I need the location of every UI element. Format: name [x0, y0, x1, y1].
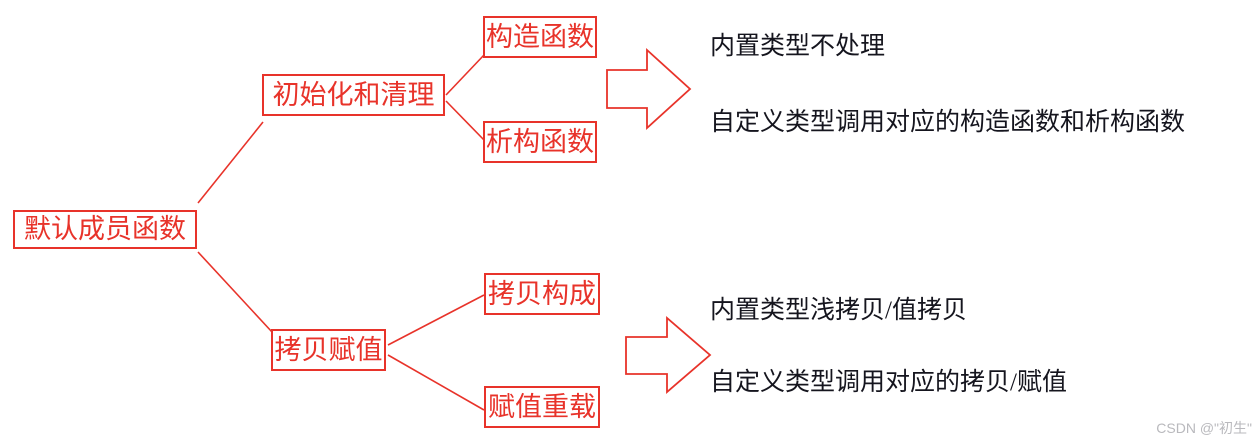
node-branch-copy-label: 拷贝赋值: [274, 334, 383, 365]
note-init-builtin: 内置类型不处理: [710, 33, 886, 60]
node-constructor[interactable]: 构造函数: [483, 16, 597, 58]
connector-copy-to-assign: [387, 354, 485, 411]
note-copy-custom: 自定义类型调用对应的拷贝/赋值: [710, 369, 1067, 396]
connector-root-to-copy: [197, 251, 273, 333]
connector-copy-to-copyctor: [387, 294, 485, 346]
node-constructor-label: 构造函数: [486, 21, 594, 52]
node-assignment-overload[interactable]: 赋值重载: [484, 386, 600, 428]
block-arrow-upper-icon: [606, 47, 692, 131]
watermark: CSDN @"初生": [1156, 420, 1252, 436]
node-branch-init-label: 初始化和清理: [272, 79, 435, 110]
node-assignment-overload-label: 赋值重载: [488, 391, 596, 422]
node-copy-constructor-label: 拷贝构成: [488, 278, 596, 309]
node-root[interactable]: 默认成员函数: [13, 210, 197, 249]
node-root-label: 默认成员函数: [24, 214, 186, 244]
connector-init-to-constructor: [445, 54, 485, 96]
connector-init-to-destructor: [445, 100, 485, 141]
node-copy-constructor[interactable]: 拷贝构成: [484, 273, 600, 315]
node-branch-copy[interactable]: 拷贝赋值: [271, 329, 386, 371]
connector-root-to-init: [197, 121, 264, 204]
block-arrow-lower-icon: [625, 316, 712, 394]
node-destructor-label: 析构函数: [486, 126, 594, 157]
node-branch-init[interactable]: 初始化和清理: [262, 74, 445, 116]
node-destructor[interactable]: 析构函数: [483, 121, 597, 163]
note-copy-builtin: 内置类型浅拷贝/值拷贝: [710, 297, 967, 324]
note-init-custom: 自定义类型调用对应的构造函数和析构函数: [710, 109, 1186, 136]
